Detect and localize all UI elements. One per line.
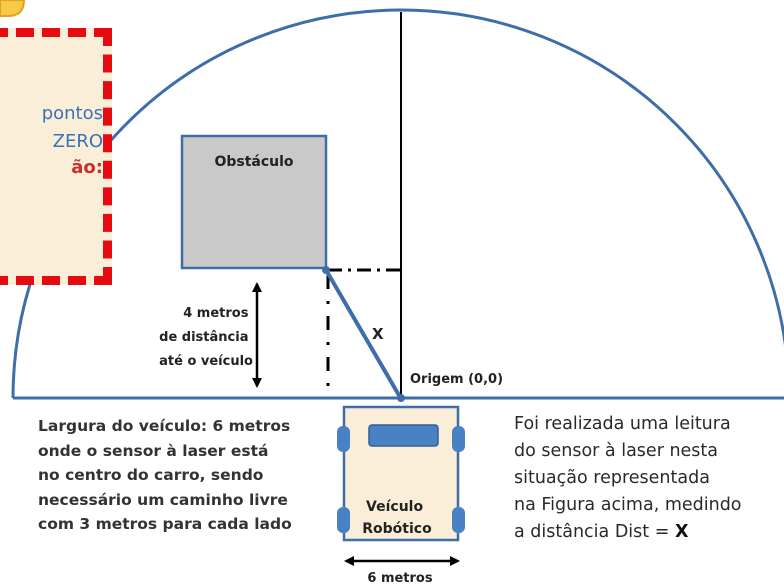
wheel-front-right	[452, 426, 465, 452]
callout-badge-icon	[0, 0, 26, 17]
callout-line-1: pontos	[41, 103, 103, 124]
x-label: X	[372, 325, 384, 343]
callout-line-2: ZERO	[52, 131, 103, 152]
obstacle-box	[180, 134, 328, 270]
wheel-rear-left	[337, 507, 350, 533]
callout-box: pontos ZERO ão:	[0, 28, 112, 285]
obstacle-label: Obstáculo	[214, 154, 293, 170]
origin-point	[397, 394, 405, 402]
vehicle-width-description: Largura do veículo: 6 metros onde o sens…	[38, 417, 292, 533]
wheel-front-left	[337, 426, 350, 452]
callout-line-3: ão:	[71, 157, 103, 178]
laser-sensor	[368, 424, 439, 447]
distance-label: 4 metros de distância até o veículo	[159, 306, 253, 369]
dist-value: X	[674, 522, 689, 542]
width-label: 6 metros	[367, 571, 432, 586]
origin-label: Origem (0,0)	[410, 372, 503, 387]
obstacle-corner-point	[322, 266, 330, 274]
laser-range-semicircle	[11, 8, 784, 399]
reading-description: Foi realizada uma leitura do sensor à la…	[514, 414, 742, 542]
wheel-rear-right	[452, 507, 465, 533]
x-distance-line	[324, 268, 402, 399]
vehicle-label: Veículo Robótico	[362, 499, 432, 537]
